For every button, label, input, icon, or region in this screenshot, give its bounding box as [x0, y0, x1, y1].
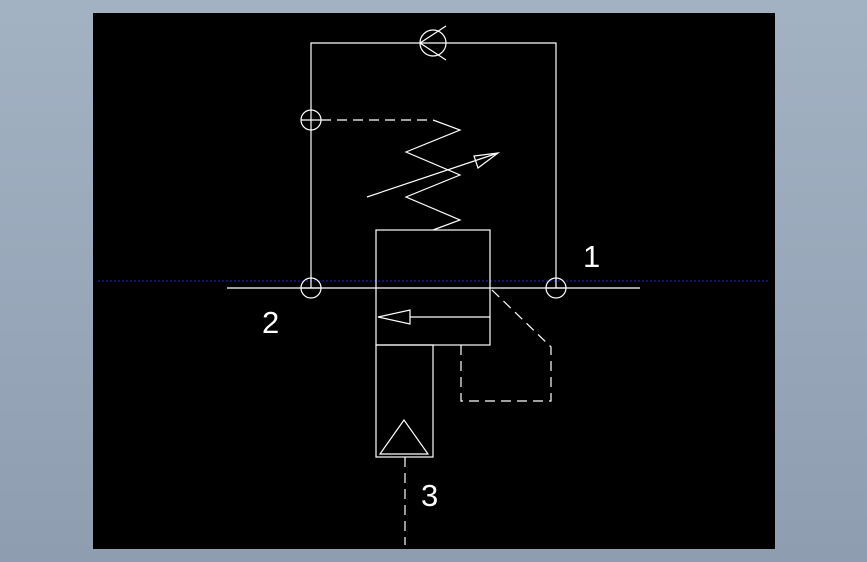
bypass-line: [310, 42, 557, 288]
port-1-label: 1: [583, 239, 601, 274]
spring: [404, 119, 462, 231]
flow-arrow-head: [377, 309, 411, 325]
junction-right: [545, 277, 567, 299]
port-2-label: 2: [262, 305, 280, 340]
adjust-arrow-head: [473, 152, 501, 169]
adjust-arrow-shaft: [366, 152, 499, 198]
actuator-triangle: [378, 418, 430, 455]
actuator-body: [375, 344, 434, 458]
check-valve-seat: [418, 25, 447, 61]
port-3-label: 3: [421, 478, 439, 513]
junction-left: [300, 277, 322, 299]
drain-line: [460, 289, 552, 402]
